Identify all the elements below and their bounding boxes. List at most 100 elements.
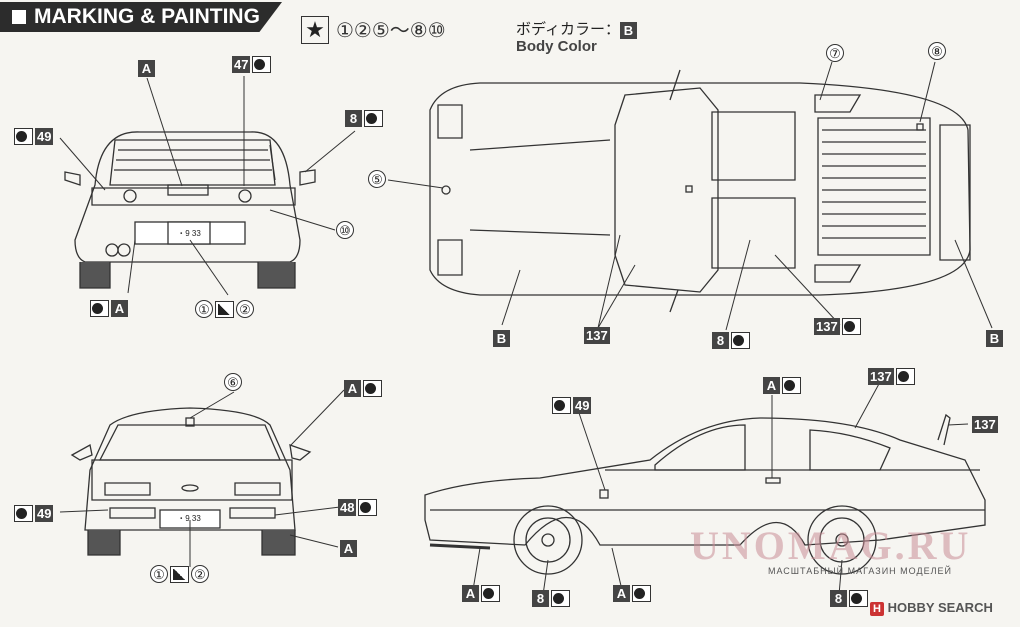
star-icon: ★ [301, 16, 329, 44]
body-color-en: Body Color [516, 38, 597, 55]
half-dot-icon [170, 565, 189, 583]
callout-side-137-top: 137 [868, 368, 915, 385]
header-square-icon [12, 10, 26, 24]
leader-lines [59, 61, 993, 596]
decal-number: ⑥ [224, 373, 242, 391]
dot-icon [841, 318, 861, 335]
color-code: 49 [573, 397, 592, 414]
color-code: 137 [584, 327, 610, 344]
callout-side-8-right: 8 [830, 590, 868, 607]
color-code: A [613, 585, 630, 602]
dot-icon [14, 128, 33, 145]
decal-number: ⑦ [826, 44, 844, 62]
color-code: B [986, 330, 1003, 347]
callout-top-8: ⑧ [928, 42, 946, 60]
callout-side-49: 49 [552, 397, 592, 414]
top-view-drawing [429, 69, 971, 313]
half-dot-icon [215, 300, 234, 318]
color-code: 49 [35, 505, 54, 522]
body-color-jp-label: ボディカラー： [516, 21, 620, 38]
dot-icon [782, 377, 801, 394]
dot-icon [90, 300, 109, 317]
color-code: 8 [830, 590, 847, 607]
decal-number: ② [191, 565, 209, 583]
decal-number: ⑩ [336, 221, 354, 239]
callout-rear-47: 47 [232, 56, 272, 73]
decal-number: ① [195, 300, 213, 318]
callout-front-a: A [344, 380, 382, 397]
callout-front-6: ⑥ [224, 373, 242, 391]
callout-side-8-left: 8 [532, 590, 570, 607]
color-code: A [340, 540, 357, 557]
callout-side-a-top: A [763, 377, 801, 394]
dot-icon [849, 590, 868, 607]
hobby-search-logo: H HOBBY SEARCH [870, 600, 993, 616]
decal-number: ⑤ [368, 170, 386, 188]
callout-front-48: 48 [338, 499, 378, 516]
callout-top-137-right: 137 [814, 318, 861, 335]
dot-icon [14, 505, 33, 522]
decal-number: ⑧ [928, 42, 946, 60]
callout-rear-8: 8 [345, 110, 383, 127]
callout-side-a-left: A [462, 585, 500, 602]
color-code: 49 [35, 128, 54, 145]
dot-icon [363, 380, 382, 397]
color-code: A [763, 377, 780, 394]
color-code: 47 [232, 56, 251, 73]
decal-number: ② [236, 300, 254, 318]
color-code: A [462, 585, 479, 602]
callout-front-49: 49 [14, 505, 54, 522]
color-code: 8 [532, 590, 549, 607]
decal-sequence: ①②⑤〜⑧⑩ [336, 20, 446, 42]
section-header: MARKING & PAINTING [0, 2, 282, 32]
callout-rear-10: ⑩ [336, 221, 354, 239]
rear-license-plate: ・9 33 [177, 229, 201, 238]
watermark: UNOMAG.RU [690, 523, 972, 568]
dot-icon [632, 585, 651, 602]
dot-icon [895, 368, 915, 385]
body-color-jp: ボディカラー：B [516, 18, 637, 39]
hobby-search-text: HOBBY SEARCH [887, 600, 993, 615]
body-color-code: B [619, 21, 637, 39]
header-title: MARKING & PAINTING [34, 5, 260, 28]
color-code: A [344, 380, 361, 397]
callout-top-8-bottom: 8 [712, 332, 750, 349]
color-code: 137 [972, 416, 998, 433]
rear-view-drawing [64, 131, 316, 289]
dot-icon [552, 397, 571, 414]
watermark-subtitle: МАСШТАБНЫЙ МАГАЗИН МОДЕЛЕЙ [768, 566, 952, 576]
callout-rear-a-bottom: A [90, 300, 128, 317]
color-code: 48 [338, 499, 357, 516]
dot-icon [551, 590, 570, 607]
dot-icon [731, 332, 750, 349]
callout-rear-a: A [138, 60, 155, 77]
dot-icon [364, 110, 383, 127]
hobby-search-icon: H [870, 602, 884, 616]
color-code: 137 [868, 368, 894, 385]
dot-icon [481, 585, 500, 602]
front-view-drawing [70, 407, 312, 556]
callout-top-b-right: B [986, 330, 1003, 347]
callout-top-7: ⑦ [826, 44, 844, 62]
callout-side-a-mid: A [613, 585, 651, 602]
callout-rear-49: 49 [14, 128, 54, 145]
side-view-drawing [424, 413, 986, 575]
color-code: 8 [345, 110, 362, 127]
dot-icon [252, 56, 272, 73]
color-code: 8 [712, 332, 729, 349]
callout-top-5: ⑤ [368, 170, 386, 188]
color-code: A [138, 60, 155, 77]
decal-number: ① [150, 565, 168, 583]
dot-icon [358, 499, 378, 516]
callout-top-b-left: B [493, 330, 510, 347]
callout-front-a-bottom: A [340, 540, 357, 557]
color-code: 137 [814, 318, 840, 335]
front-license-plate: ・9 33 [177, 514, 201, 523]
callout-side-137-right: 137 [972, 416, 998, 433]
callout-top-137-left: 137 [584, 327, 610, 344]
color-code: B [493, 330, 510, 347]
